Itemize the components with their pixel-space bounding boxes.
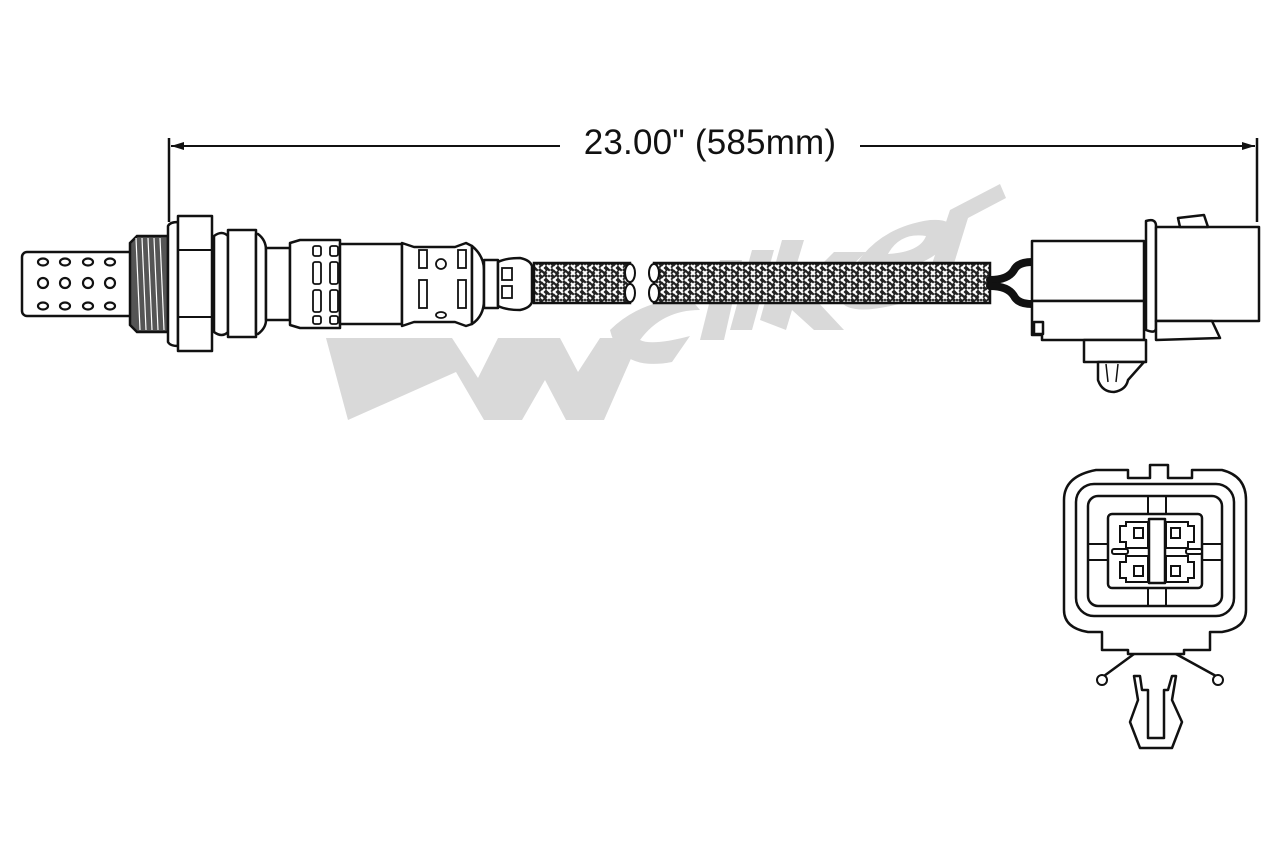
connector-end-view — [1062, 463, 1248, 750]
hex-nut — [166, 214, 214, 353]
connector-side-view — [1030, 213, 1261, 394]
dimension-label: 23.00" (585mm) — [560, 120, 860, 166]
sensor-tip — [20, 250, 136, 318]
connector-pins — [1111, 521, 1203, 583]
braided-cable — [532, 261, 992, 305]
threaded-body — [128, 234, 170, 334]
lead-wires — [986, 258, 1036, 308]
arrow-left-icon — [171, 142, 184, 150]
sensor-shell — [212, 228, 534, 339]
arrow-right-icon — [1242, 142, 1255, 150]
